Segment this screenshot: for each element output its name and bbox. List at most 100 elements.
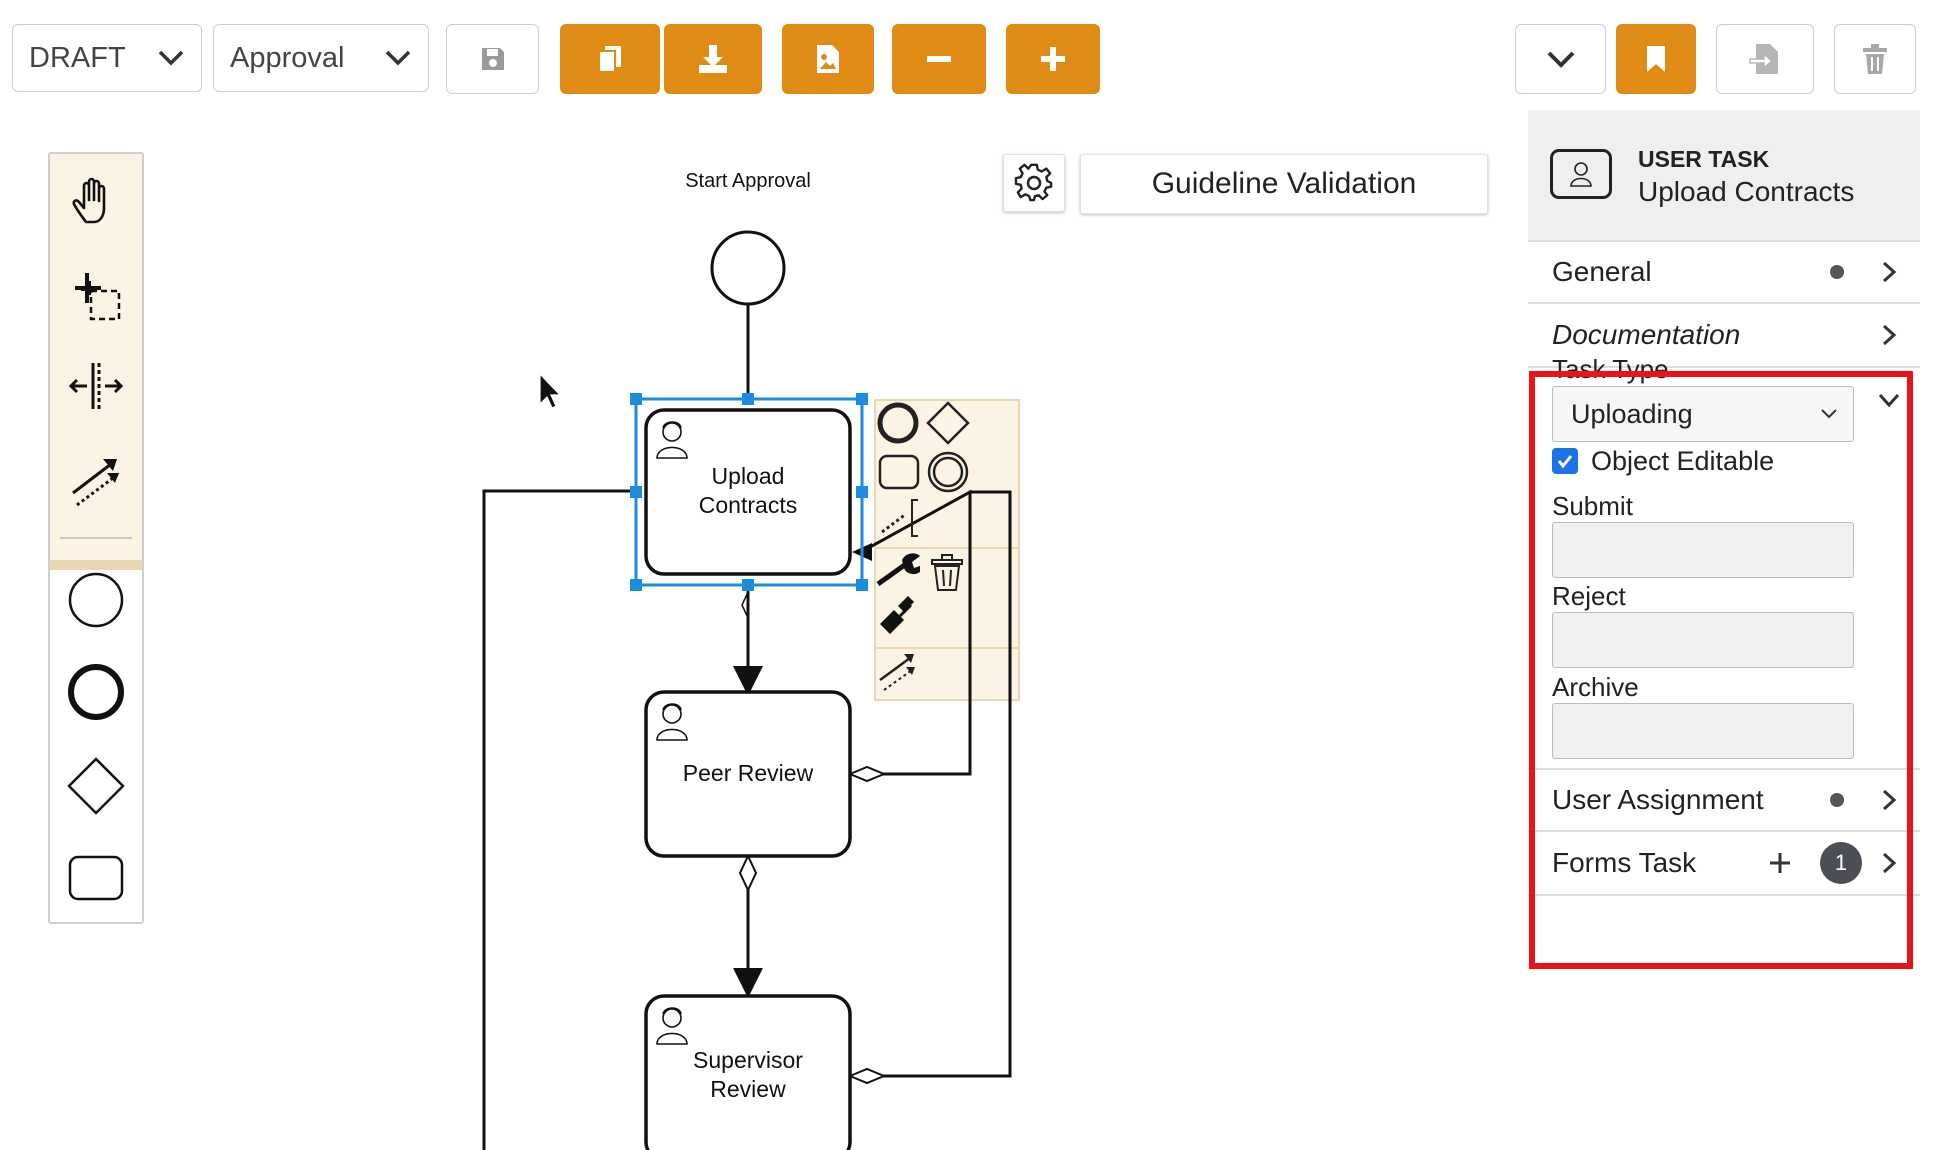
task-peer-review-label: Peer Review xyxy=(682,760,814,786)
bookmark-icon xyxy=(1647,46,1665,72)
hand-icon xyxy=(72,177,106,224)
trash-icon xyxy=(1863,44,1887,74)
properties-panel: USER TASK Upload Contracts General Docum… xyxy=(1528,110,1920,1150)
zoom-in-button[interactable] xyxy=(1006,24,1100,94)
reject-label: Reject xyxy=(1552,581,1626,611)
connect-arrow-icon xyxy=(72,459,119,507)
element-type: USER TASK xyxy=(1638,146,1770,172)
status-select-value: DRAFT xyxy=(29,41,126,74)
chevron-down-icon xyxy=(158,50,184,66)
lasso-select-icon xyxy=(75,273,121,321)
task-peer-review[interactable] xyxy=(644,690,852,858)
image-file-icon xyxy=(817,45,839,73)
guideline-validation-label: Guideline Validation xyxy=(1151,167,1417,200)
status-dot xyxy=(1830,265,1844,279)
selection-handles[interactable] xyxy=(630,393,868,591)
connect-arrow-icon[interactable] xyxy=(879,654,915,691)
save-icon xyxy=(481,48,504,70)
diagram-canvas[interactable]: Start Approval Upload Contracts Peer Rev… xyxy=(160,110,1500,1150)
wrench-icon[interactable] xyxy=(876,553,920,587)
end-event-tool[interactable] xyxy=(60,656,132,728)
download-button[interactable] xyxy=(664,24,762,94)
user-icon xyxy=(656,421,688,459)
reject-input[interactable] xyxy=(1552,612,1854,668)
archive-label: Archive xyxy=(1552,672,1639,702)
append-end-event-icon[interactable] xyxy=(877,402,919,444)
status-select[interactable]: DRAFT xyxy=(12,24,202,92)
section-forms-task-label: Forms Task xyxy=(1552,847,1697,878)
user-task-icon xyxy=(1550,149,1612,199)
section-general-label: General xyxy=(1552,256,1652,287)
connect-tool[interactable] xyxy=(60,444,132,516)
archive-input[interactable] xyxy=(1552,703,1854,759)
element-name: Upload Contracts xyxy=(1638,176,1855,207)
section-general[interactable]: General xyxy=(1528,240,1920,304)
tool-palette xyxy=(48,152,144,924)
task-upload-contracts-label: Upload Contracts xyxy=(698,463,798,518)
chevron-right-icon xyxy=(1882,261,1897,283)
chevron-down-icon xyxy=(1821,409,1837,419)
object-editable-label: Object Editable xyxy=(1591,446,1775,476)
text-annotation-icon[interactable] xyxy=(881,499,918,537)
plus-icon[interactable] xyxy=(1768,851,1792,875)
submit-input[interactable] xyxy=(1552,522,1854,578)
plus-icon xyxy=(1041,47,1065,71)
task-type-select[interactable]: Uploading xyxy=(1552,386,1854,442)
copy-button[interactable] xyxy=(560,24,660,94)
end-event-icon xyxy=(68,664,124,720)
start-event[interactable] xyxy=(710,230,786,306)
file-import-icon xyxy=(1749,44,1778,74)
lasso-tool[interactable] xyxy=(60,258,132,330)
gateway-tool[interactable] xyxy=(60,750,132,822)
hand-tool[interactable] xyxy=(60,166,132,238)
minus-icon xyxy=(927,56,951,62)
status-dot xyxy=(1830,793,1844,807)
user-icon xyxy=(656,1007,688,1045)
mouse-cursor xyxy=(539,372,562,409)
download-icon xyxy=(699,45,727,73)
copy-icon xyxy=(598,46,621,73)
flow-loop-left[interactable] xyxy=(482,489,634,1150)
gear-icon xyxy=(1014,163,1053,202)
task-supervisor-review[interactable] xyxy=(644,994,852,1150)
settings-button[interactable] xyxy=(1003,154,1065,212)
object-editable-checkbox[interactable] xyxy=(1552,448,1578,474)
delete-button[interactable] xyxy=(1834,24,1916,94)
forms-count-badge: 1 xyxy=(1820,842,1862,884)
append-task-icon[interactable] xyxy=(878,454,920,490)
save-button[interactable] xyxy=(446,24,539,94)
section-documentation-label: Documentation xyxy=(1552,319,1741,350)
task-upload-contracts[interactable] xyxy=(644,408,852,576)
guideline-validation-button[interactable]: Guideline Validation xyxy=(1080,154,1488,214)
append-gateway-icon[interactable] xyxy=(926,401,970,445)
task-icon xyxy=(68,855,124,901)
section-forms-task[interactable]: Forms Task 1 xyxy=(1528,832,1920,896)
start-event-tool[interactable] xyxy=(60,564,132,636)
import-button[interactable] xyxy=(1716,24,1814,94)
trash-icon[interactable] xyxy=(931,554,963,591)
palette-divider xyxy=(60,537,132,539)
flow-supervisor-rework[interactable] xyxy=(850,490,1012,1078)
paint-brush-icon[interactable] xyxy=(880,596,914,634)
workflow-select-value: Approval xyxy=(230,41,345,74)
workflow-select[interactable]: Approval xyxy=(213,24,429,92)
export-image-button[interactable] xyxy=(782,24,874,94)
zoom-out-button[interactable] xyxy=(892,24,986,94)
bookmark-button[interactable] xyxy=(1616,24,1696,94)
space-tool[interactable] xyxy=(60,350,132,422)
chevron-right-icon xyxy=(1882,852,1897,874)
expand-button[interactable] xyxy=(1515,24,1606,94)
user-icon xyxy=(656,703,688,741)
section-documentation[interactable]: Documentation xyxy=(1528,304,1920,368)
panel-header: USER TASK Upload Contracts xyxy=(1528,110,1920,240)
section-user-assignment[interactable]: User Assignment xyxy=(1528,768,1920,832)
append-intermediate-event-icon[interactable] xyxy=(927,451,969,493)
chevron-down-icon xyxy=(1547,51,1574,68)
flow-peer-rework[interactable] xyxy=(850,489,972,776)
start-event-icon xyxy=(68,572,124,628)
chevron-down-icon xyxy=(385,50,411,66)
highlight-box xyxy=(1529,371,1913,969)
space-tool-icon xyxy=(68,363,124,409)
chevron-down-icon xyxy=(1878,393,1900,408)
task-tool[interactable] xyxy=(60,842,132,914)
